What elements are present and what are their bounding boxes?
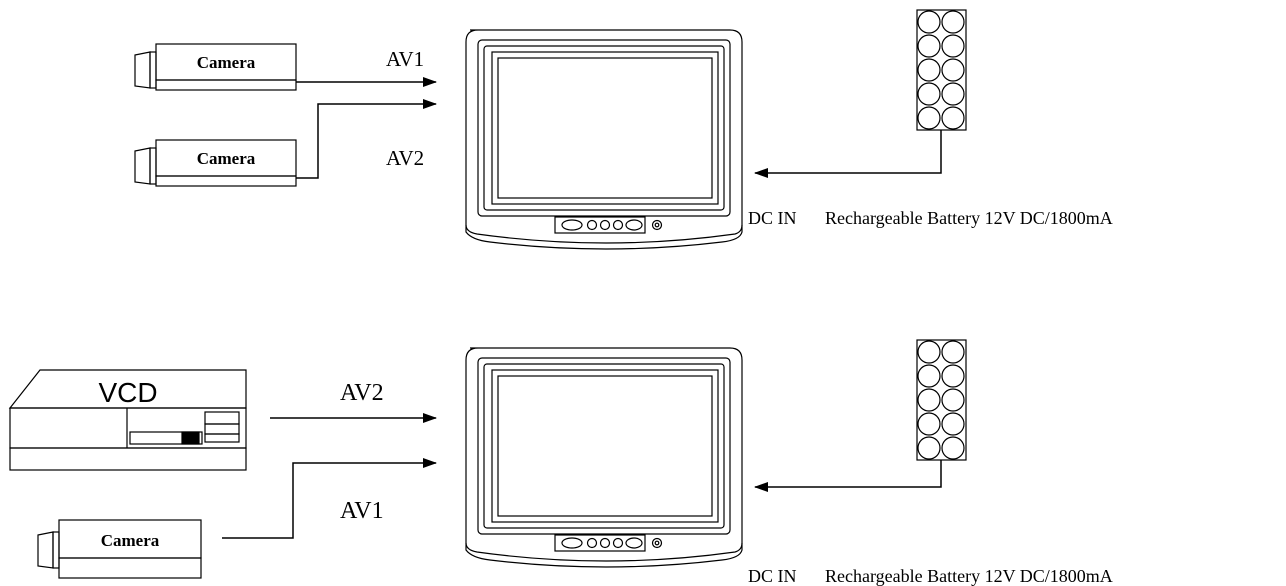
battery-label-bottom: Rechargeable Battery 12V DC/1800mA xyxy=(825,566,1113,586)
av1-label-top: AV1 xyxy=(386,47,424,71)
battery-bottom xyxy=(916,339,967,461)
dc-in-label-top: DC IN xyxy=(748,208,797,228)
av2-label-top: AV2 xyxy=(386,146,424,170)
camera-bottom-label: Camera xyxy=(101,531,160,550)
battery-top xyxy=(916,9,967,131)
vcd-player xyxy=(8,369,247,471)
dc-in-label-bottom: DC IN xyxy=(748,566,797,586)
camera-2-top xyxy=(134,139,297,187)
av1-label-bottom: AV1 xyxy=(340,498,384,524)
av1-arrow-bottom xyxy=(222,458,437,539)
av2-label-bottom: AV2 xyxy=(340,380,384,406)
camera-1-top xyxy=(134,43,297,91)
monitor-top xyxy=(465,29,743,250)
camera-2-label: Camera xyxy=(197,149,256,168)
vcd-label: VCD xyxy=(98,377,157,408)
dc-in-arrow-bottom xyxy=(754,460,942,492)
av2-arrow-top xyxy=(296,99,437,179)
monitor-bottom xyxy=(465,347,743,568)
dc-in-arrow-top xyxy=(754,130,942,178)
battery-label-top: Rechargeable Battery 12V DC/1800mA xyxy=(825,208,1113,228)
camera-1-label: Camera xyxy=(197,53,256,72)
camera-bottom xyxy=(37,519,202,579)
